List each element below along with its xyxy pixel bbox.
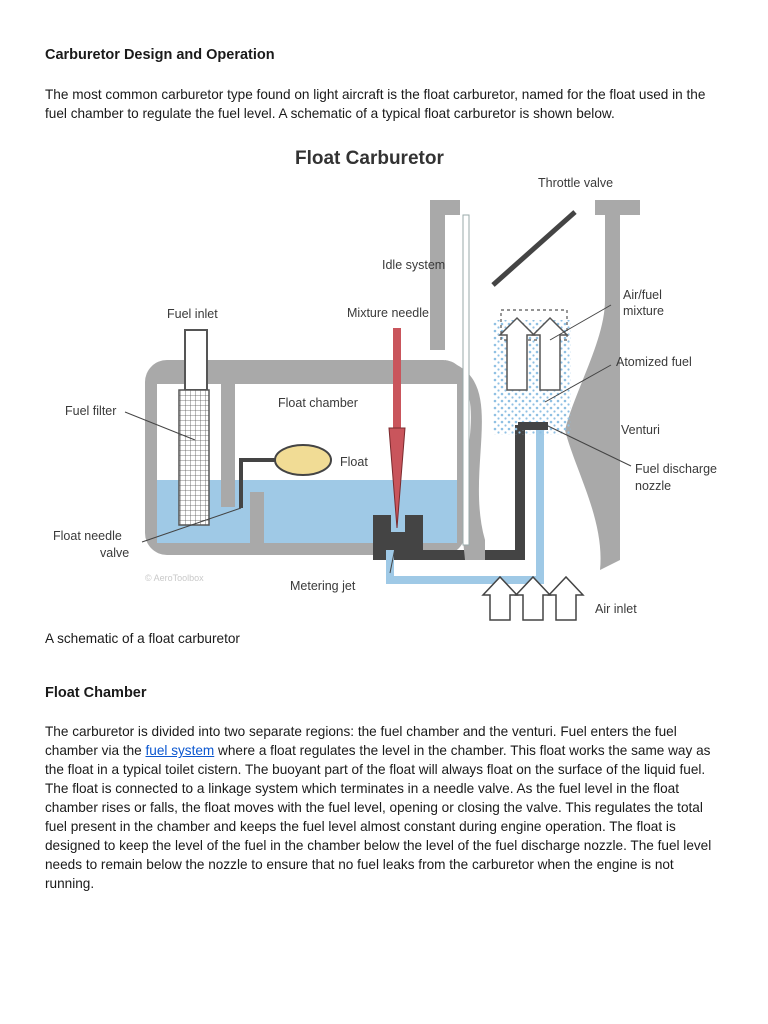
air-inlet-arrow — [481, 575, 519, 621]
figure-title: Float Carburetor — [295, 148, 444, 169]
mixture-needle — [393, 328, 401, 428]
metering-jet — [373, 425, 525, 560]
label-fuel-discharge: Fuel discharge — [635, 462, 717, 476]
float — [274, 444, 332, 476]
throttle-valve — [491, 210, 577, 287]
inlet-wall — [221, 382, 235, 507]
label-fuel-discharge-2: nozzle — [635, 479, 671, 493]
air-inlet-arrow — [514, 575, 552, 621]
needle-valve-seat — [250, 492, 264, 544]
float-chamber-paragraph: The carburetor is divided into two separ… — [45, 722, 725, 893]
figure-caption: A schematic of a float carburetor — [45, 631, 240, 646]
fuel-discharge-nozzle — [518, 422, 548, 430]
float-carburetor-diagram: Float Carburetor — [53, 148, 717, 621]
label-venturi: Venturi — [621, 423, 660, 437]
mixture-needle-tip — [388, 427, 406, 529]
fuel-inlet-tube — [184, 329, 208, 391]
float-linkage — [239, 458, 277, 508]
label-throttle-valve: Throttle valve — [538, 176, 613, 190]
fuel-filter — [178, 389, 210, 526]
section-heading: Carburetor Design and Operation — [45, 47, 275, 63]
intro-paragraph: The most common carburetor type found on… — [45, 87, 706, 121]
label-fuel-filter: Fuel filter — [65, 404, 116, 418]
venturi-right-wall — [565, 200, 640, 570]
label-metering-jet: Metering jet — [290, 579, 356, 593]
venturi-left-wall — [430, 200, 485, 560]
section-heading: Float Chamber — [45, 685, 147, 701]
air-fuel-arrow — [498, 316, 536, 391]
label-idle-system: Idle system — [382, 258, 445, 272]
label-mixture-needle: Mixture needle — [347, 306, 429, 320]
label-float: Float — [340, 455, 368, 469]
air-inlet-arrow — [547, 575, 585, 621]
label-float-chamber: Float chamber — [278, 396, 358, 410]
paragraph-text: The carburetor is divided into two separ… — [45, 724, 677, 758]
label-air-inlet: Air inlet — [595, 602, 637, 616]
label-fuel-inlet: Fuel inlet — [167, 307, 218, 321]
watermark: © AeroToolbox — [145, 573, 204, 583]
label-air-fuel-2: mixture — [623, 304, 664, 318]
fuel-passage — [386, 430, 544, 584]
leader-lines — [124, 304, 632, 574]
fuel-system-link[interactable]: fuel system — [145, 743, 215, 758]
label-float-needle-2: valve — [100, 546, 129, 560]
idle-system-tube — [462, 214, 470, 546]
paragraph-text: where a float regulates the level in the… — [45, 743, 712, 891]
label-atomized-fuel: Atomized fuel — [616, 355, 692, 369]
label-air-fuel: Air/fuel — [623, 288, 662, 302]
air-fuel-box — [500, 309, 568, 341]
label-float-needle: Float needle — [53, 529, 122, 543]
air-fuel-arrow — [531, 316, 569, 391]
